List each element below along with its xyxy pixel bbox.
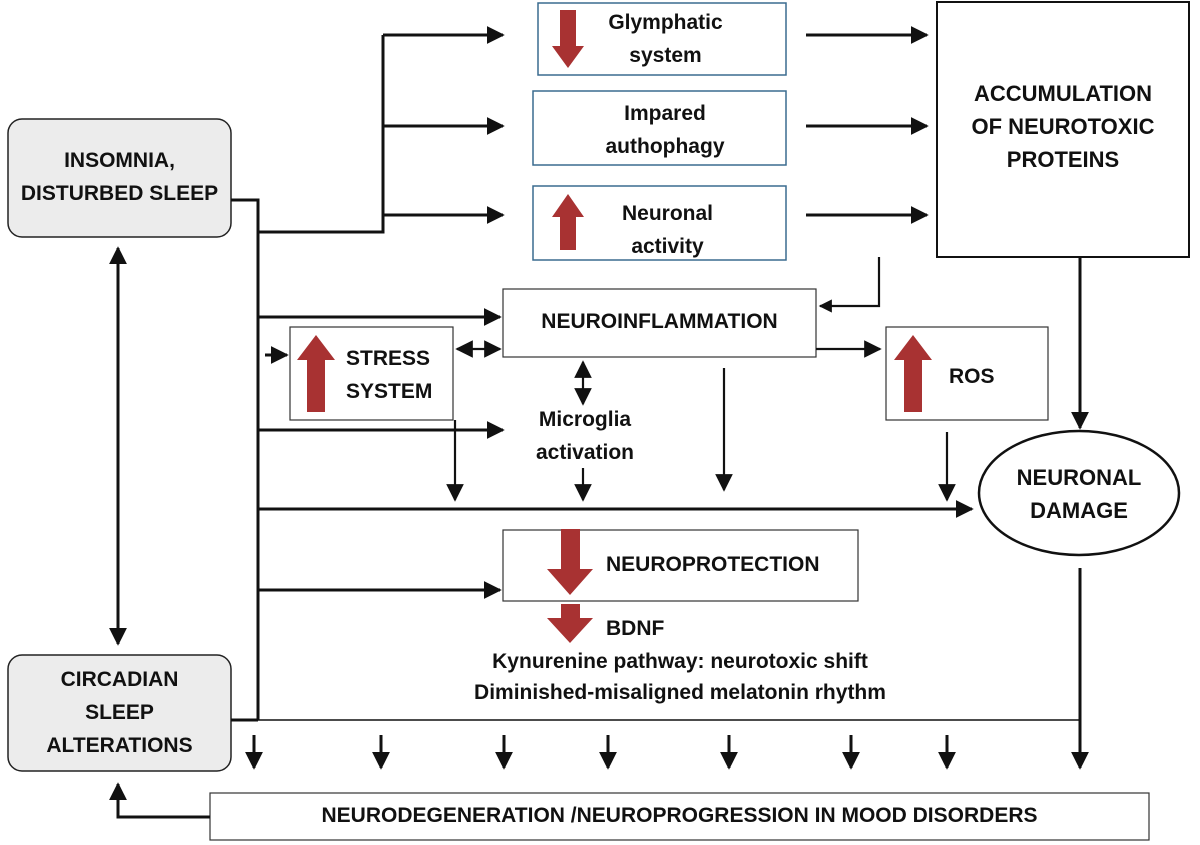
autophagy-line-1: Impared bbox=[624, 102, 706, 125]
stress-line-2: SYSTEM bbox=[346, 380, 433, 403]
microglia-line-1: Microglia bbox=[538, 408, 632, 431]
circadian-box bbox=[7, 654, 232, 772]
microglia-label: Microglia activation bbox=[510, 403, 660, 469]
ros-label: ROS bbox=[949, 365, 995, 388]
connectors bbox=[231, 26, 1089, 722]
accumulation-to-neuroinflammation bbox=[818, 257, 881, 313]
insomnia-label: INSOMNIA, DISTURBED SLEEP bbox=[8, 144, 231, 210]
circadian-label: CIRCADIAN SLEEP ALTERATIONS bbox=[8, 663, 231, 762]
branch-upper-line bbox=[258, 35, 385, 234]
neuroprotection-label: NEUROPROTECTION bbox=[606, 553, 820, 576]
autophagy-box bbox=[532, 90, 787, 166]
circadian-line-3: ALTERATIONS bbox=[46, 734, 193, 757]
neuronal-activity-up-arrow-icon bbox=[552, 194, 584, 250]
stress-line-1: STRESS bbox=[346, 347, 431, 370]
neuronal-damage-line-2: DAMAGE bbox=[1030, 498, 1128, 523]
glymphatic-box bbox=[537, 2, 787, 76]
neurodegeneration-label: NEURODEGENERATION /NEUROPROGRESSION IN M… bbox=[321, 804, 1038, 827]
stress-up-arrow-icon bbox=[297, 335, 335, 412]
neuronal-damage-ellipse bbox=[977, 429, 1181, 557]
stress-label: STRESS SYSTEM bbox=[346, 342, 451, 408]
neuronal-damage-line-1: NEURONAL bbox=[1016, 465, 1142, 490]
bdnf-label: BDNF bbox=[606, 617, 665, 640]
autophagy-line-2: authophagy bbox=[605, 135, 725, 158]
thin-connectors bbox=[446, 340, 956, 502]
kynurenine-label: Kynurenine pathway: neurotoxic shift bbox=[492, 650, 868, 673]
glymphatic-line-2: system bbox=[629, 44, 702, 67]
glymphatic-line-1: Glymphatic bbox=[608, 11, 723, 34]
melatonin-label: Diminished-misaligned melatonin rhythm bbox=[474, 681, 886, 704]
glymphatic-down-arrow-icon bbox=[552, 10, 584, 68]
glymphatic-label: Glymphatic system bbox=[588, 6, 743, 72]
accumulation-label: ACCUMULATION OF NEUROTOXIC PROTEINS bbox=[937, 77, 1189, 176]
insomnia-line-2: DISTURBED SLEEP bbox=[20, 182, 219, 205]
accumulation-line-1: ACCUMULATION bbox=[973, 81, 1152, 106]
neuroprotection-down-arrow-icon bbox=[547, 529, 593, 595]
neuronal-activity-label: Neuronal activity bbox=[590, 197, 745, 263]
neuroinflammation-box bbox=[502, 288, 817, 358]
autophagy-label: Impared authophagy bbox=[560, 97, 770, 163]
insomnia-box bbox=[7, 118, 232, 238]
insomnia-to-spine-line bbox=[231, 198, 260, 720]
neurodegeneration-to-circadian bbox=[109, 782, 210, 819]
accumulation-box bbox=[936, 1, 1190, 258]
circadian-line-2: SLEEP bbox=[85, 701, 154, 724]
insomnia-line-1: INSOMNIA, bbox=[64, 149, 175, 172]
accumulation-line-3: PROTEINS bbox=[1006, 147, 1120, 172]
bottom-connectors bbox=[109, 246, 1089, 819]
ros-up-arrow-icon bbox=[894, 335, 932, 412]
accumulation-line-2: OF NEUROTOXIC bbox=[971, 114, 1155, 139]
neuronal-damage-label: NEURONAL DAMAGE bbox=[989, 461, 1169, 527]
neuroinflammation-label: NEUROINFLAMMATION bbox=[541, 310, 778, 333]
microglia-line-2: activation bbox=[535, 441, 635, 464]
neuronal-activity-line-2: activity bbox=[631, 235, 704, 258]
neuronal-activity-line-1: Neuronal bbox=[621, 202, 713, 225]
circadian-line-1: CIRCADIAN bbox=[60, 668, 179, 691]
bdnf-down-arrow-icon bbox=[547, 604, 593, 643]
